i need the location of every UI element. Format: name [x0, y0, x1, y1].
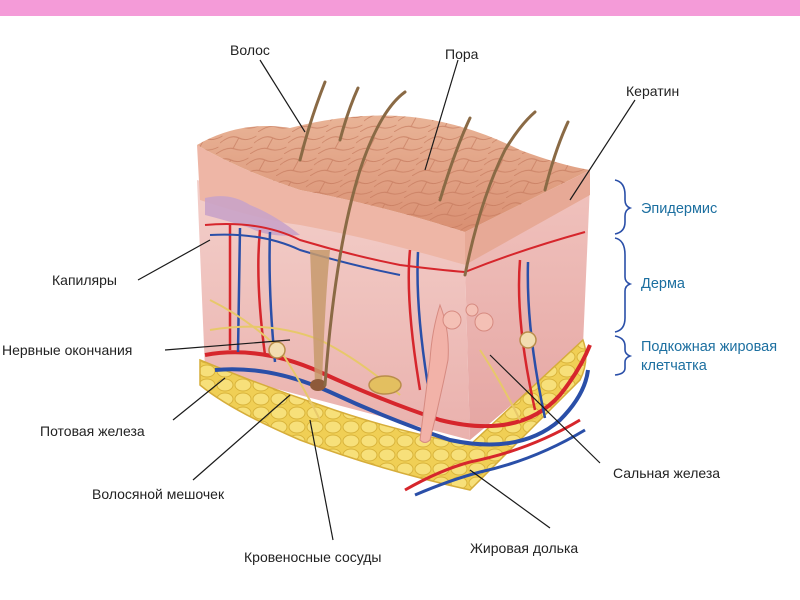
label-fat-lobule: Жировая долька [470, 540, 579, 556]
hair-follicle [310, 250, 330, 389]
label-hair-follicle: Волосяной мешочек [92, 486, 225, 502]
epidermis-front-strip [197, 145, 465, 265]
label-pore: Пора [445, 46, 479, 62]
label-hair: Волос [230, 42, 270, 58]
layer-label-subcutaneous-1: Подкожная жировая [641, 339, 778, 355]
label-nerve-endings: Нервные окончания [2, 342, 133, 358]
layer-label-subcutaneous-2: клетчатка [641, 358, 707, 374]
label-blood-vessels: Кровеносные сосуды [244, 549, 382, 565]
subcutaneous-fat [200, 340, 586, 490]
epidermis-right-strip [465, 170, 590, 265]
epidermis-flap [205, 196, 300, 236]
label-sweat-gland: Потовая железа [40, 423, 145, 439]
vein-main [214, 367, 590, 447]
sebaceous-gland [474, 312, 494, 332]
leader-lines [137, 59, 636, 541]
layer-brackets [614, 179, 633, 376]
label-sebaceous-gland: Сальная железа [613, 465, 721, 481]
label-keratin: Кератин [626, 83, 680, 99]
layer-label-epidermis: Эпидермис [641, 201, 718, 217]
top-accent-bar [0, 0, 800, 16]
hair-strands [298, 80, 570, 387]
layer-label-dermis: Дерма [641, 276, 685, 292]
sweat-gland-coil [268, 341, 286, 359]
label-capillaries: Капиляры [52, 272, 117, 288]
